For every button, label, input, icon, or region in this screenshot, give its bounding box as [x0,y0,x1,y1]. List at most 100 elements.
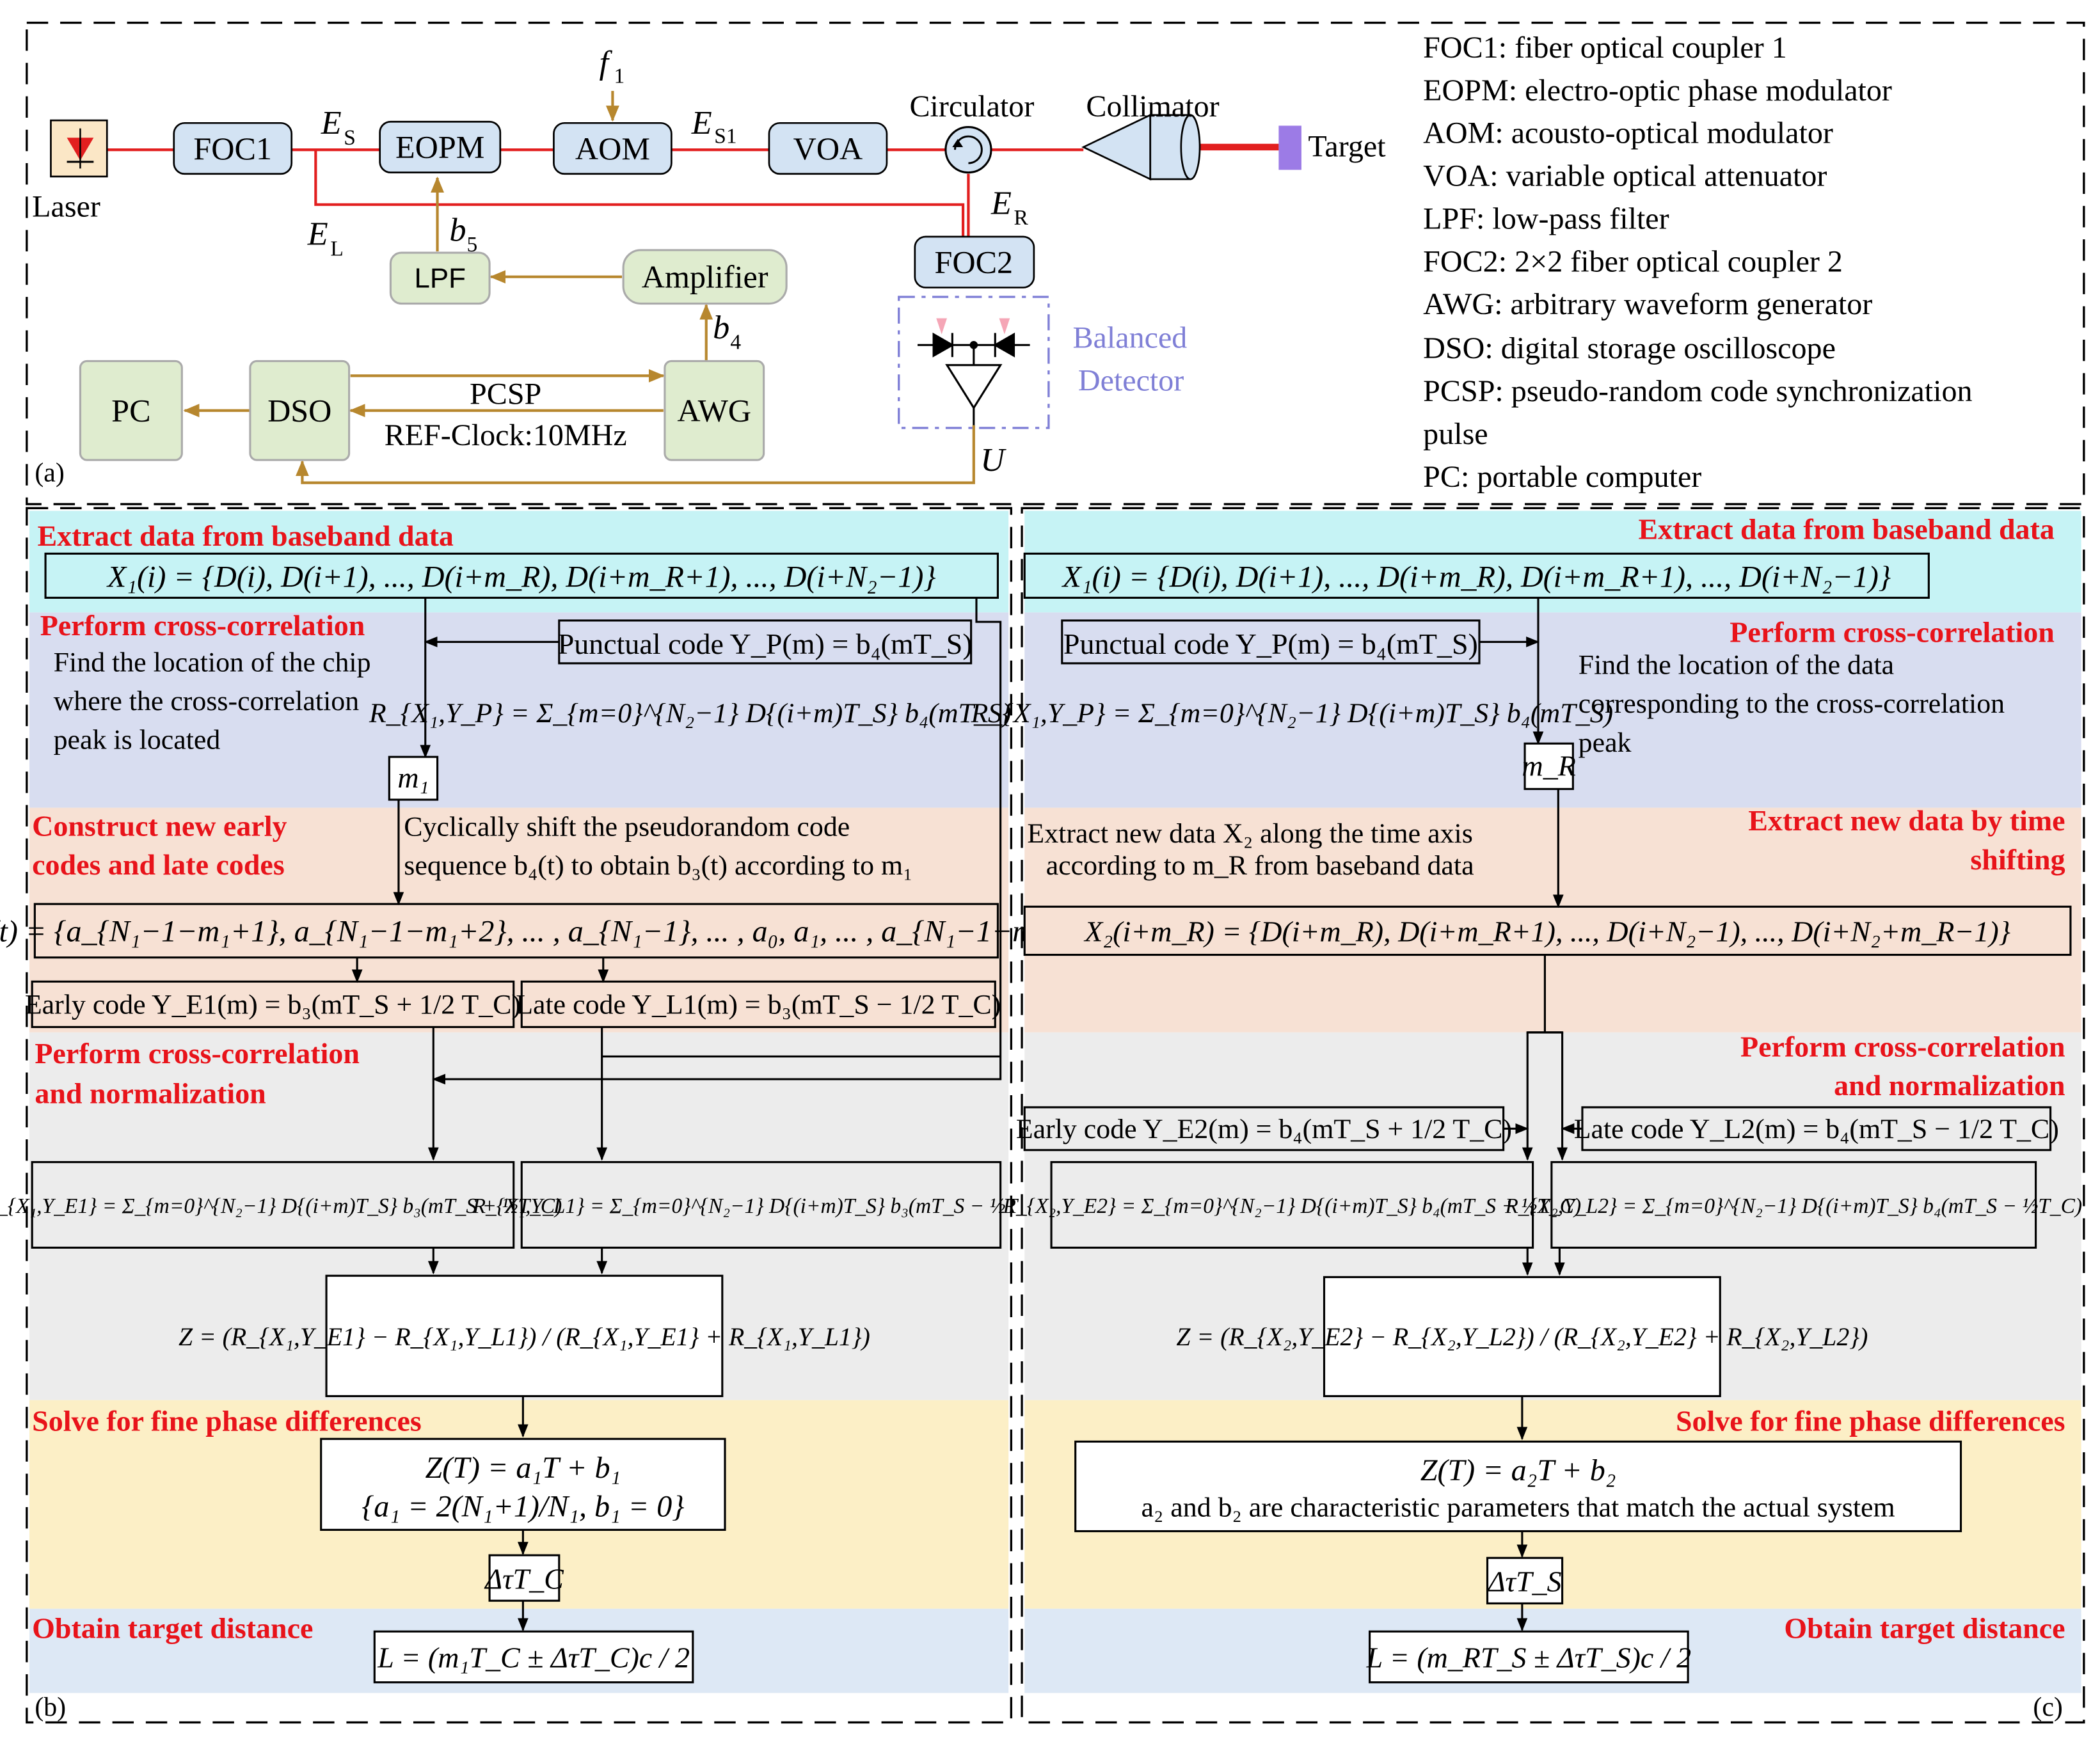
heading-normalize: Perform cross-correlation [35,1037,360,1070]
mr-box: m_R [1522,749,1576,782]
es1-sub: S1 [714,125,736,148]
u-label: U [980,441,1006,479]
b4-sub: 4 [730,331,741,354]
label-circulator: Circulator [909,90,1034,123]
legend-item: PCSP: pseudo-random code synchronization [1423,374,1972,408]
z-formula: Z = (R_{X₂,Y_E2} − R_{X₂,Y_L2}) / (R_{X₂… [1176,1323,1868,1351]
re-formula: R_{X₂,Y_E2} = Σ_{m=0}^{N₂−1} D{(i+m)T_S}… [1003,1194,1582,1218]
m1-box: m₁ [397,761,429,794]
find-text: Find the location of the data [1579,650,1894,681]
early-code: Early code Y_E2(m) = b₄(mT_S + 1/2 T_C) [1016,1114,1512,1144]
legend-item: VOA: variable optical attenuator [1423,159,1827,193]
node-lpf: LPF [390,253,489,303]
foc2-label: FOC2 [934,244,1013,280]
extract-new-text: according to m_R from baseband data [1046,850,1474,881]
legend-item: DSO: digital storage oscilloscope [1423,331,1836,365]
detector-label-2: Detector [1078,363,1184,397]
node-pc: PC [80,361,182,460]
foc1-label: FOC1 [193,131,272,166]
heading-shift: Extract new data by time [1748,804,2065,837]
zt-formula: Z(T) = a₂T + b₂ [1420,1453,1616,1487]
rl-formula: R_{X₂,Y_L2} = Σ_{m=0}^{N₂−1} D{(i+m)T_S}… [1504,1194,2082,1218]
el-label: E [307,216,328,253]
detector-label-1: Balanced [1073,321,1188,355]
el-sub: L [330,237,343,260]
heading-shift: shifting [1970,843,2065,876]
legend-item: AOM: acousto-optical modulator [1423,116,1833,150]
dt-box: ΔτT_C [484,1562,564,1595]
awg-label: AWG [677,392,751,428]
extract-new-text: Extract new data X₂ along the time axis [1027,818,1472,849]
punctual-code: Punctual code Y_P(m) = b₄(mT_S) [558,628,973,660]
dt-box: ΔτT_S [1487,1565,1562,1598]
node-foc1: FOC1 [174,123,292,173]
distance-formula: L = (m₁T_C ± ΔτT_C)c / 2 [377,1642,690,1674]
find-text: peak is located [54,725,221,756]
x1-definition: X₁(i) = {D(i), D(i+1), ..., D(i+m_R), D(… [1061,560,1891,594]
laser-diode-icon [51,120,107,177]
late-code: Late code Y_L2(m) = b₄(mT_S − 1/2 T_C) [1574,1114,2059,1144]
f1-sub: 1 [614,65,624,88]
panel-b-label: (b) [35,1693,66,1722]
heading-construct: codes and late codes [32,848,285,881]
heading-normalize: Perform cross-correlation [1740,1030,2065,1063]
panel-c-label: (c) [2033,1693,2062,1722]
panel-c: Extract data from baseband data Perform … [971,508,2084,1722]
node-awg: AWG [665,361,764,460]
eopm-label: EOPM [395,129,484,165]
late-code: Late code Y_L1(m) = b₃(mT_S − 1/2 T_C) [516,990,1001,1020]
legend-item: FOC1: fiber optical coupler 1 [1423,31,1787,65]
er-label: E [990,184,1012,221]
heading-solve: Solve for fine phase differences [32,1405,422,1437]
b5-label: b [449,211,466,248]
legend-item: LPF: low-pass filter [1423,202,1669,235]
legend-item: FOC2: 2×2 fiber optical coupler 2 [1423,244,1843,278]
rxy-formula: R_{X₁,Y_P} = Σ_{m=0}^{N₂−1} D{(i+m)T_S} … [369,698,1012,729]
circulator-icon [946,127,991,173]
ref-clock-label: REF-Clock:10MHz [385,418,627,452]
find-text: corresponding to the cross-correlation [1579,688,2005,719]
b5-sub: 5 [467,233,478,257]
panel-b: Extract data from baseband data Perform … [0,508,1070,1722]
z-formula: Z = (R_{X₁,Y_E1} − R_{X₁,Y_L1}) / (R_{X₁… [179,1323,870,1351]
es-sub: S [344,126,356,150]
heading-crosscorr: Perform cross-correlation [1730,615,2055,648]
label-target: Target [1308,130,1386,164]
punctual-code: Punctual code Y_P(m) = b₄(mT_S) [1063,628,1478,660]
es1-label: E [691,104,712,141]
cyclic-text: Cyclically shift the pseudorandom code [404,812,850,843]
legend-item: pulse [1423,417,1488,451]
balanced-detector [899,297,1049,428]
legend-item: PC: portable computer [1423,460,1701,494]
heading-normalize: and normalization [35,1077,266,1110]
f1-label: f [599,44,612,81]
heading-normalize: and normalization [1834,1069,2065,1102]
early-code: Early code Y_E1(m) = b₃(mT_S + 1/2 T_C) [25,990,521,1020]
heading-extract: Extract data from baseband data [38,519,454,552]
aom-label: AOM [575,131,650,166]
pcsp-label: PCSP [470,377,541,411]
node-foc2: FOC2 [915,237,1034,287]
zt-params: a₂ and b₂ are characteristic parameters … [1141,1492,1895,1523]
legend-item: EOPM: electro-optic phase modulator [1423,74,1892,107]
rxy-formula: R_{X₁,Y_P} = Σ_{m=0}^{N₂−1} D{(i+m)T_S} … [971,698,1614,729]
dso-label: DSO [267,392,331,428]
heading-obtain: Obtain target distance [1784,1612,2065,1645]
heading-solve: Solve for fine phase differences [1676,1405,2065,1437]
node-voa: VOA [769,123,887,173]
heading-crosscorr: Perform cross-correlation [40,609,365,642]
es-label: E [321,104,342,141]
panel-a-label: (a) [35,459,64,488]
collimator-icon [1083,115,1200,179]
er-sub: R [1014,206,1029,230]
label-laser: Laser [32,190,100,224]
label-collimator: Collimator [1086,90,1219,123]
find-text: peak [1579,727,1632,758]
heading-obtain: Obtain target distance [32,1612,313,1645]
rl-formula: R_{X₁,Y_L1} = Σ_{m=0}^{N₂−1} D{(i+m)T_S}… [472,1194,1050,1218]
find-text: Find the location of the chip [54,647,371,677]
legend-item: AWG: arbitrary waveform generator [1423,287,1872,321]
b4-label: b [713,309,729,346]
